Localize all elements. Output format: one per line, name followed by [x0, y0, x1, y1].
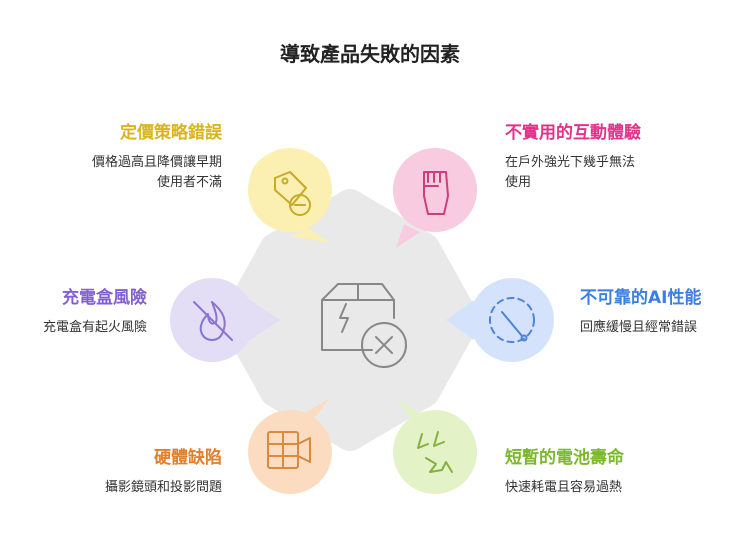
petal-battery [393, 398, 477, 494]
factor-pricing: 定價策略錯誤 價格過高且降價讓早期 使用者不滿 [92, 118, 222, 193]
factor-desc: 充電盒有起火風險 [42, 320, 147, 335]
petal-ai-performance [446, 278, 554, 362]
factor-label: 硬體缺陷 [154, 448, 222, 468]
raised-fist-icon [423, 171, 449, 215]
factor-battery: 短暫的電池壽命 快速耗電且容易過熱 [505, 443, 624, 498]
dashed-timer-icon [489, 297, 535, 343]
factor-label: 不可靠的AI性能 [580, 288, 702, 308]
factor-desc: 攝影鏡頭和投影問題 [104, 480, 222, 495]
price-tag-minus-icon [274, 171, 311, 216]
factor-desc: 價格過高且降價讓早期 使用者不滿 [91, 155, 222, 190]
factor-ai-performance: 不可靠的AI性能 回應緩慢且經常錯誤 [580, 283, 701, 338]
center-hexagon [220, 189, 480, 451]
camera-projector-icon [267, 431, 311, 469]
petal-interaction [393, 148, 477, 248]
broken-box-x-icon [321, 283, 407, 368]
factor-desc: 在戶外強光下幾乎無法 使用 [505, 155, 636, 190]
petal-charging-case [170, 278, 280, 362]
factor-charging-case: 充電盒風險 充電盒有起火風險 [43, 283, 147, 338]
factor-label: 短暫的電池壽命 [505, 448, 624, 468]
factor-label: 不實用的互動體驗 [505, 123, 641, 143]
factor-desc: 回應緩慢且經常錯誤 [580, 320, 698, 335]
crackle-icon [417, 431, 453, 473]
factor-label: 充電盒風險 [62, 288, 147, 308]
page-title: 導致產品失敗的因素 [280, 42, 460, 66]
factor-label: 定價策略錯誤 [120, 123, 222, 143]
no-fire-icon [193, 301, 233, 341]
factor-desc: 快速耗電且容易過熱 [505, 480, 623, 495]
petal-hardware [248, 398, 332, 494]
petal-pricing [248, 148, 334, 246]
factor-hardware: 硬體缺陷 攝影鏡頭和投影問題 [105, 443, 222, 498]
factor-interaction: 不實用的互動體驗 在戶外強光下幾乎無法 使用 [505, 118, 641, 193]
